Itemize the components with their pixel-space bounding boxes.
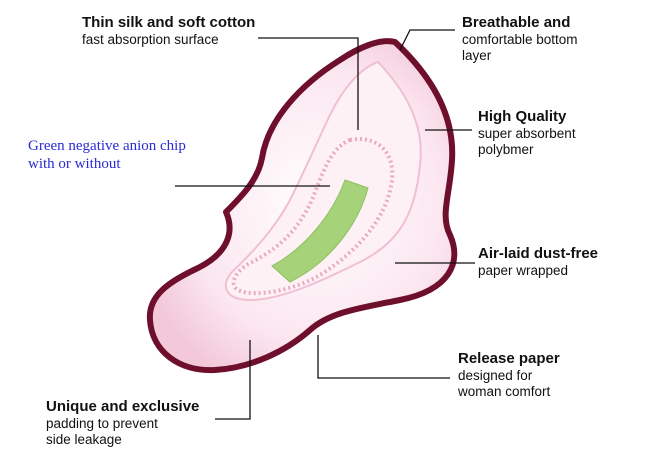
- label-anion-chip-line-1: Green negative anion chip: [28, 138, 186, 154]
- anion-chip: [271, 179, 369, 283]
- label-unique-padding: Unique and exclusive padding to prevent …: [46, 398, 199, 448]
- pad-inner-cushion: [224, 60, 422, 302]
- leader-silk: [258, 37, 359, 130]
- label-anion-chip-line-2: with or without: [28, 156, 121, 172]
- label-release-paper: Release paper designed for woman comfort: [458, 350, 560, 400]
- label-thin-silk: Thin silk and soft cotton fast absorptio…: [82, 14, 255, 48]
- label-unique-padding-desc-1: padding to prevent: [46, 415, 158, 431]
- leader-breathable: [399, 29, 455, 51]
- label-air-laid-title: Air-laid dust-free: [478, 245, 599, 262]
- label-thin-silk-desc: fast absorption surface: [82, 31, 219, 47]
- label-breathable-desc-2: layer: [462, 47, 492, 63]
- label-release-paper-desc-1: designed for: [458, 367, 533, 383]
- label-high-quality-title: High Quality: [478, 108, 567, 125]
- label-unique-padding-desc-2: side leakage: [46, 431, 122, 447]
- label-air-laid: Air-laid dust-free paper wrapped: [478, 245, 598, 279]
- label-breathable-title: Breathable and: [462, 14, 571, 31]
- pad-channel: [231, 137, 395, 296]
- label-release-paper-title: Release paper: [458, 350, 560, 367]
- leader-lines: [175, 29, 475, 420]
- label-high-quality-desc-2: polybmer: [478, 141, 534, 157]
- leader-unique: [215, 340, 251, 420]
- label-high-quality: High Quality super absorbent polybmer: [478, 108, 576, 158]
- label-thin-silk-title: Thin silk and soft cotton: [82, 14, 256, 31]
- label-air-laid-desc: paper wrapped: [478, 262, 569, 278]
- label-unique-padding-title: Unique and exclusive: [46, 398, 200, 415]
- label-release-paper-desc-2: woman comfort: [458, 383, 551, 399]
- label-breathable-desc-1: comfortable bottom: [462, 31, 578, 47]
- label-high-quality-desc-1: super absorbent: [478, 125, 576, 141]
- label-anion-chip: Green negative anion chip with or withou…: [28, 137, 186, 173]
- label-breathable: Breathable and comfortable bottom layer: [462, 14, 578, 64]
- leader-release: [317, 335, 450, 379]
